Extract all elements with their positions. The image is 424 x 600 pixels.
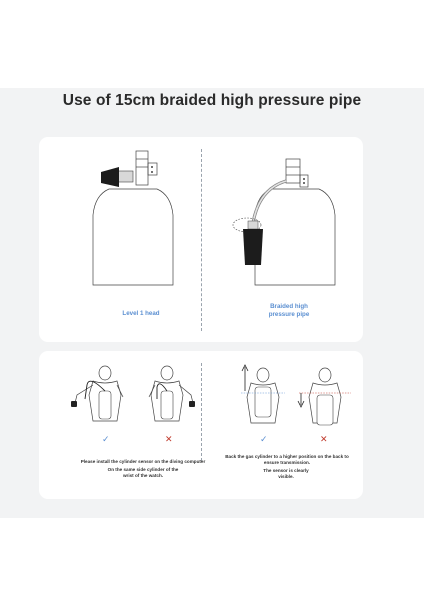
instruction-right-1: Back the gas cylinder to a higher positi… <box>225 454 349 465</box>
tank-with-braided-hose-illustration <box>232 158 336 286</box>
check-mark-icon: ✓ <box>102 434 110 444</box>
tank-with-head-illustration <box>92 150 174 286</box>
panel-divider <box>201 363 202 461</box>
label-braided-hose: Braided high pressure pipe <box>268 303 310 318</box>
wrong-mark-icon: ✕ <box>320 434 328 444</box>
top-panel: Level 1 head Braided high pressure pipe <box>39 137 363 342</box>
diver-side-correct-illustration <box>241 364 285 424</box>
panel-divider <box>201 149 202 331</box>
diver-back-correct-illustration <box>71 365 124 422</box>
diver-side-wrong-illustration <box>297 367 351 426</box>
label-level-1-head: Level 1 head <box>122 310 160 317</box>
bottom-panel: ✓ ✕ Please install the cylinder sensor o… <box>39 351 363 499</box>
instruction-left-2: On the same side cylinder of the wrist o… <box>107 467 179 478</box>
check-mark-icon: ✓ <box>260 434 268 444</box>
instruction-right-2: The sensor is clearly visible. <box>263 468 309 479</box>
page-title: Use of 15cm braided high pressure pipe <box>62 92 362 109</box>
diver-back-wrong-illustration <box>148 365 195 422</box>
wrong-mark-icon: ✕ <box>165 434 173 444</box>
instruction-left-1: Please install the cylinder sensor on th… <box>80 459 206 464</box>
